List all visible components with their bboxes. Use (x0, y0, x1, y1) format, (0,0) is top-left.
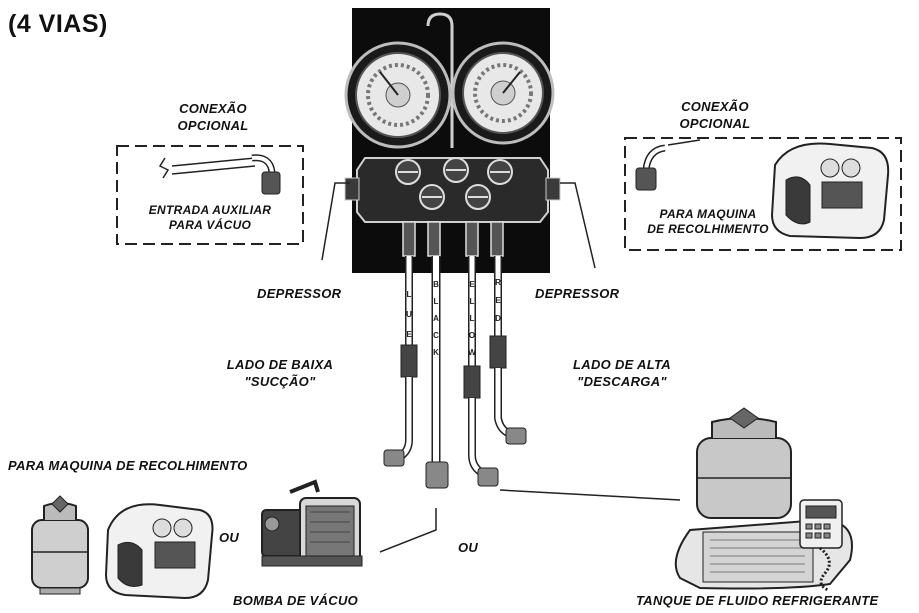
caption-line: PARA VÁCUO (168, 218, 252, 232)
hose-black-letter: B (433, 280, 439, 289)
hose-yellow-letter: E (469, 280, 475, 289)
manifold-body (344, 157, 561, 223)
hose-black (425, 256, 449, 489)
connector-lines (321, 182, 681, 553)
recovery-hose-icon (635, 139, 701, 191)
depressor-label-left: DEPRESSOR (257, 286, 342, 301)
auxiliary-hose-icon (158, 154, 281, 195)
low-side-line: LADO DE BAIXA (226, 357, 334, 372)
high-side-line: "DESCARGA" (577, 374, 667, 389)
hose-blue-letter: L (406, 290, 412, 299)
hose-yellow (463, 256, 499, 487)
refrigerant-tank-label: TANQUE DE FLUIDO REFRIGERANTE (636, 593, 879, 608)
optional-connection-heading-right: CONEXÃO OPCIONAL (650, 98, 780, 132)
hose-blue-letter: E (406, 330, 412, 339)
heading-line: OPCIONAL (679, 116, 751, 131)
auxiliary-vacuum-inlet-label: ENTRADA AUXILIAR PARA VÁCUO (118, 203, 302, 233)
hose-blue (383, 256, 418, 467)
recovery-machine-label: PARA MAQUINA DE RECOLHIMENTO (8, 458, 248, 473)
hose-yellow-letter: L (469, 297, 475, 306)
hose-red-letter: R (495, 278, 501, 287)
hose-black-letter: A (433, 314, 439, 323)
low-side-line: "SUCÇÃO" (244, 374, 316, 389)
recovery-machine-box-label: PARA MAQUINA DE RECOLHIMENTO (628, 207, 788, 237)
or-label-left: OU (219, 530, 240, 545)
hose-yellow-letter: L (469, 314, 475, 323)
optional-connection-heading-left: CONEXÃO OPCIONAL (148, 100, 278, 134)
refrigerant-tank-icon (674, 407, 853, 592)
manifold-hook (426, 12, 454, 148)
hose-black-letter: L (433, 297, 439, 306)
hose-red (489, 256, 527, 445)
hose-black-letter: C (433, 331, 439, 340)
low-side-label: LADO DE BAIXA "SUCÇÃO" (200, 356, 360, 390)
vacuum-pump-label: BOMBA DE VÁCUO (233, 593, 359, 608)
heading-line: CONEXÃO (681, 99, 749, 114)
or-label-center: OU (458, 540, 479, 555)
heading-line: OPCIONAL (177, 118, 249, 133)
depressor-label-right: DEPRESSOR (535, 286, 620, 301)
hose-blue-letter: U (406, 310, 412, 319)
hose-red-letter: D (495, 314, 501, 323)
recovery-cylinder-icon (31, 495, 89, 595)
high-side-label: LADO DE ALTA "DESCARGA" (552, 356, 692, 390)
recovery-machine-right-icon (770, 142, 890, 240)
hose-yellow-letter: O (468, 331, 476, 340)
high-side-line: LADO DE ALTA (573, 357, 671, 372)
caption-line: PARA MAQUINA (659, 207, 757, 221)
hose-black-letter: K (433, 348, 439, 357)
diagram-title: (4 VIAS) (8, 10, 108, 38)
optional-box-right (624, 137, 902, 251)
low-pressure-gauge (344, 41, 452, 149)
caption-line: ENTRADA AUXILIAR (148, 203, 272, 217)
manifold-ports (402, 221, 504, 257)
optional-box-left (116, 145, 304, 245)
vacuum-pump-icon (261, 479, 363, 567)
hose-yellow-letter: W (468, 348, 476, 357)
caption-line: DE RECOLHIMENTO (647, 222, 769, 236)
heading-line: CONEXÃO (179, 101, 247, 116)
high-pressure-gauge (451, 41, 555, 145)
hose-red-letter: E (495, 296, 501, 305)
recovery-machine-left-icon (104, 503, 214, 600)
